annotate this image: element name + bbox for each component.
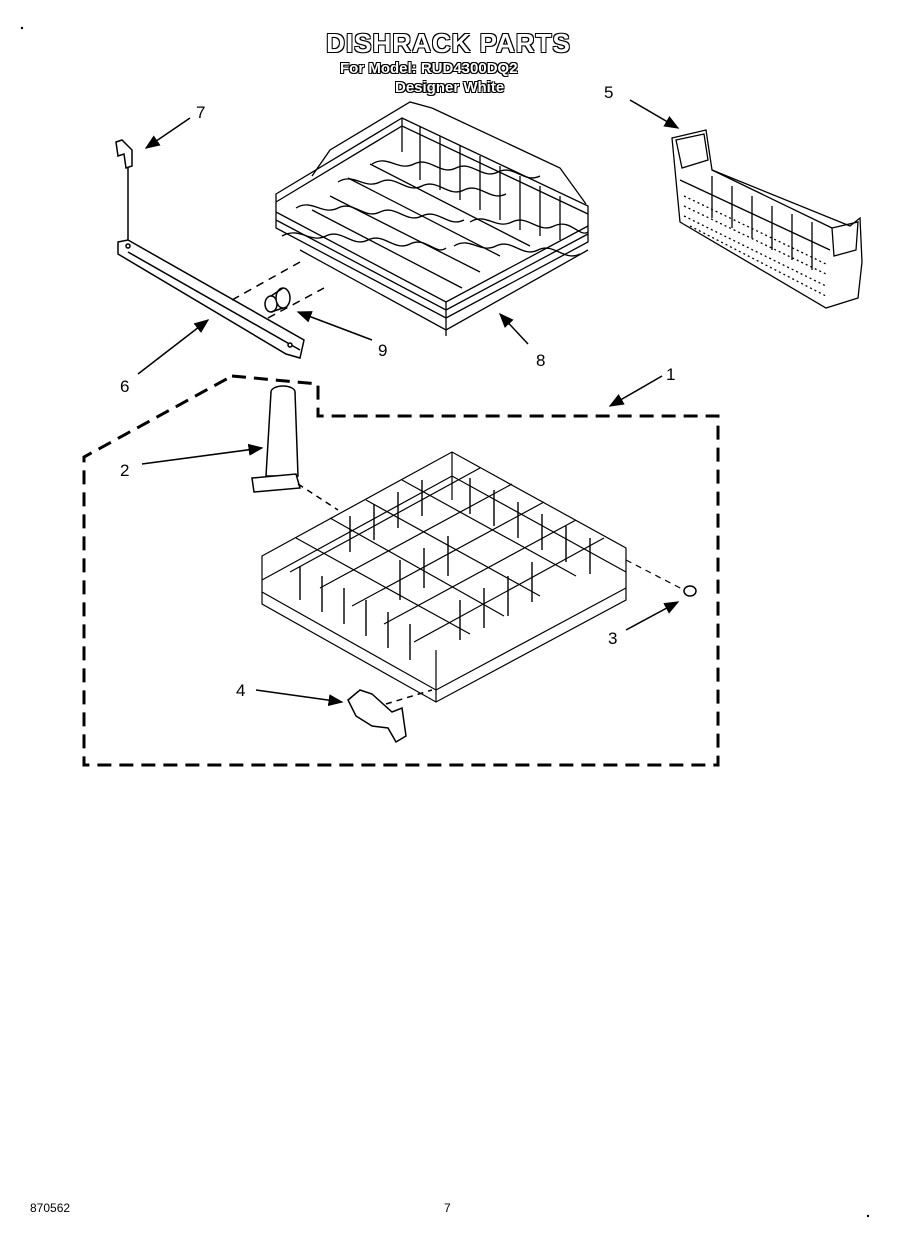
callout-5: 5	[604, 83, 613, 102]
part-2-tower	[251, 385, 339, 511]
model-line: For Model: RUD4300DQ2	[340, 60, 518, 77]
part-9-roller	[264, 287, 291, 313]
part-6-rail	[117, 239, 325, 359]
callout-9: 9	[378, 341, 387, 360]
part-4-wheel	[347, 689, 433, 744]
speck	[866, 1214, 870, 1218]
part-5-silverware-basket	[671, 129, 863, 309]
doc-number: 870562	[30, 1201, 71, 1215]
lower-rack-assembly-boundary	[82, 374, 720, 767]
callout-4: 4	[236, 681, 245, 700]
callout-numbers: 1 2 3 4 5 6 7 8 9	[120, 83, 675, 700]
leader-arrows	[137, 99, 680, 707]
callout-8: 8	[536, 351, 545, 370]
page-number: 7	[444, 1201, 451, 1215]
callout-2: 2	[120, 461, 129, 480]
part-3-plug	[683, 585, 697, 597]
part-7-clip	[115, 139, 133, 240]
speck	[20, 26, 24, 30]
callout-7: 7	[196, 103, 205, 122]
callout-6: 6	[120, 377, 129, 396]
color-line: Designer White	[395, 79, 505, 96]
callout-3: 3	[608, 629, 617, 648]
part-8-upper-rack	[275, 101, 589, 336]
callout-1: 1	[666, 365, 675, 384]
page-title: DISHRACK PARTS	[326, 28, 571, 58]
lower-rack	[261, 451, 685, 703]
